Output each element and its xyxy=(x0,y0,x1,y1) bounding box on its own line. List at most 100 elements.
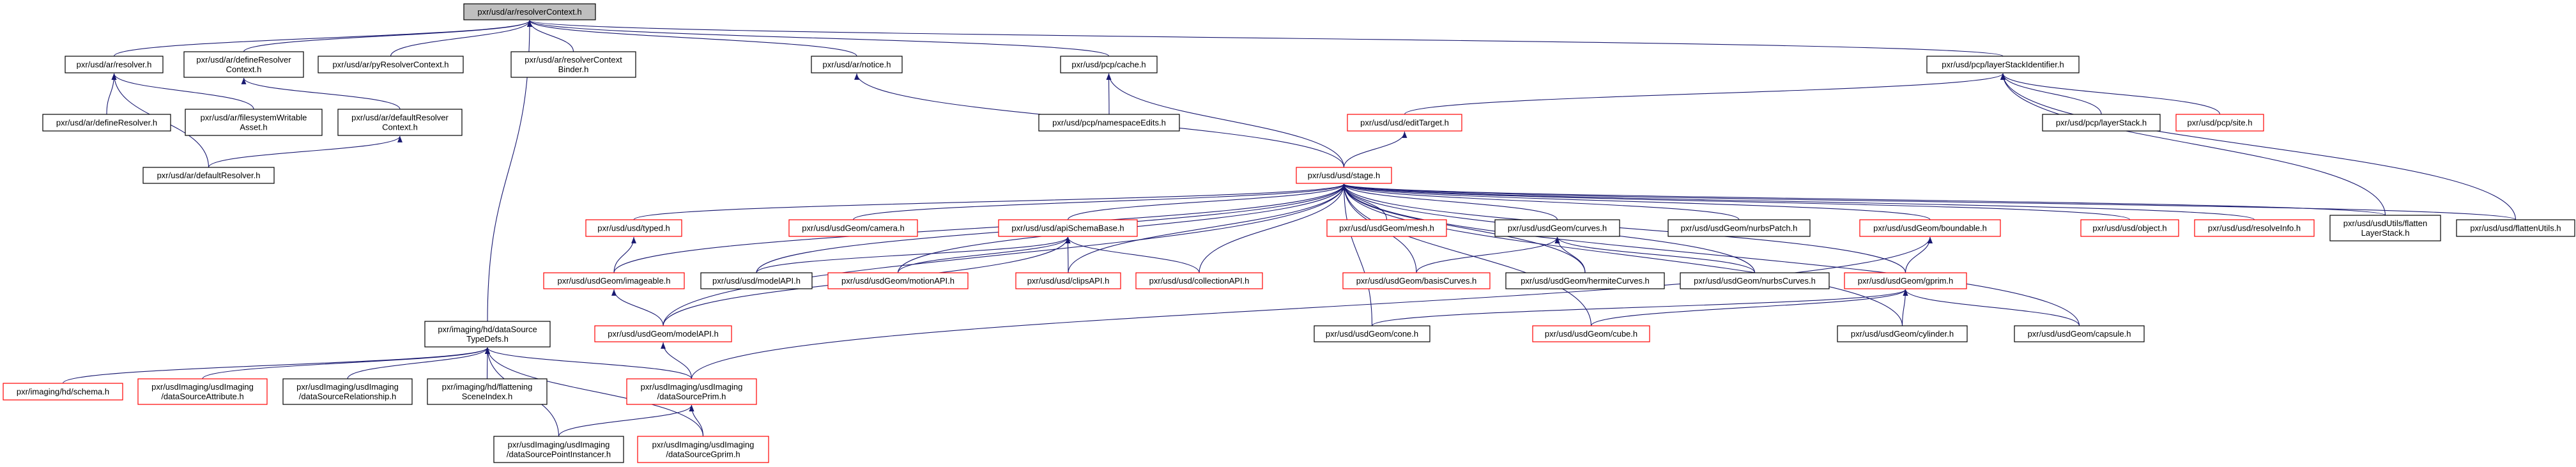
node-pyResolverContext[interactable]: pxr/usd/ar/pyResolverContext.h xyxy=(318,56,464,73)
node-box xyxy=(1494,219,1620,237)
node-boundable[interactable]: pxr/usd/usdGeom/boundable.h xyxy=(1859,219,2001,237)
node-dataSourceRelationship[interactable]: pxr/usdImaging/usdImaging/dataSourceRela… xyxy=(282,378,413,405)
node-dataSourceGprim[interactable]: pxr/usdImaging/usdImaging/dataSourceGpri… xyxy=(637,436,769,463)
node-capsule[interactable]: pxr/usd/usdGeom/capsule.h xyxy=(2014,325,2145,342)
node-resolver[interactable]: pxr/usd/ar/resolver.h xyxy=(65,56,164,73)
node-camera[interactable]: pxr/usd/usdGeom/camera.h xyxy=(788,219,918,237)
node-imageable[interactable]: pxr/usd/usdGeom/imageable.h xyxy=(543,272,685,289)
node-label: pxr/usd/ar/defineResolver xyxy=(196,55,291,65)
node-namespaceEdits[interactable]: pxr/usd/pcp/namespaceEdits.h xyxy=(1038,114,1180,132)
nodes: pxr/usd/ar/resolverContext.h pxr/usd/ar/r… xyxy=(3,3,2575,463)
node-label: /dataSourceGprim.h xyxy=(666,450,740,459)
node-label: pxr/usd/usdGeom/motionAPI.h xyxy=(841,276,954,286)
node-basisCurves[interactable]: pxr/usd/usdGeom/basisCurves.h xyxy=(1342,272,1491,289)
node-box xyxy=(1926,56,2080,73)
node-box xyxy=(183,51,304,78)
node-box xyxy=(788,219,918,237)
node-defineResolver[interactable]: pxr/usd/ar/defineResolver.h xyxy=(42,114,171,132)
node-label: pxr/usd/usdGeom/modelAPI.h xyxy=(608,329,718,339)
node-box xyxy=(827,272,969,289)
node-dataSourcePrim[interactable]: pxr/usdImaging/usdImaging/dataSourcePrim… xyxy=(626,378,757,405)
node-box xyxy=(2175,114,2264,132)
node-layerStackIdentifier[interactable]: pxr/usd/pcp/layerStackIdentifier.h xyxy=(1926,56,2080,73)
node-schema[interactable]: pxr/imaging/hd/schema.h xyxy=(3,383,123,401)
node-label: pxr/usd/usdGeom/imageable.h xyxy=(557,276,670,286)
node-box xyxy=(543,272,685,289)
node-collectionAPI[interactable]: pxr/usd/usd/collectionAPI.h xyxy=(1135,272,1263,289)
node-box xyxy=(282,378,413,405)
node-box xyxy=(594,325,732,342)
edge-defineResolverContext-to-resolverContext xyxy=(243,20,532,52)
node-label: pxr/usd/usd/resolveInfo.h xyxy=(2208,224,2301,233)
node-label: pxr/usd/usdGeom/curves.h xyxy=(1508,224,1607,233)
node-nurbsPatch[interactable]: pxr/usd/usdGeom/nurbsPatch.h xyxy=(1667,219,1811,237)
edge-flattenLayerStack-to-stage xyxy=(1342,183,2386,216)
node-label: pxr/usd/usd/clipsAPI.h xyxy=(1027,276,1110,286)
node-dataSourcePointInstancer[interactable]: pxr/usdImaging/usdImaging/dataSourcePoin… xyxy=(493,436,624,463)
node-box xyxy=(427,378,548,405)
node-stage[interactable]: pxr/usd/usd/stage.h xyxy=(1296,167,1392,184)
node-box xyxy=(1347,114,1462,132)
node-box xyxy=(137,378,268,405)
node-dataSourceAttribute[interactable]: pxr/usdImaging/usdImaging/dataSourceAttr… xyxy=(137,378,268,405)
edge-schema-to-dataSourceTypeDefs xyxy=(62,347,490,384)
edge-nurbsCurves-to-curves xyxy=(1554,236,1756,273)
node-label: /dataSourcePointInstancer.h xyxy=(507,450,611,459)
node-gprim[interactable]: pxr/usd/usdGeom/gprim.h xyxy=(1844,272,1967,289)
node-box xyxy=(1015,272,1121,289)
node-cache[interactable]: pxr/usd/pcp/cache.h xyxy=(1060,56,1158,73)
node-label: pxr/imaging/hd/dataSource xyxy=(438,325,537,334)
node-clipsAPI[interactable]: pxr/usd/usd/clipsAPI.h xyxy=(1015,272,1121,289)
node-editTarget[interactable]: pxr/usd/usd/editTarget.h xyxy=(1347,114,1462,132)
edge-capsule-to-gprim xyxy=(1903,289,2080,326)
node-resolverContext[interactable]: pxr/usd/ar/resolverContext.h xyxy=(463,3,596,20)
node-usdGeomModelAPI[interactable]: pxr/usd/usdGeom/modelAPI.h xyxy=(594,325,732,342)
edge-site-to-layerStackIdentifier xyxy=(2000,73,2221,115)
edge-dataSourceGprim-to-dataSourceTypeDefs xyxy=(485,347,704,437)
edge-apiSchemaBase-to-stage xyxy=(1067,183,1347,220)
node-defaultResolver[interactable]: pxr/usd/ar/defaultResolver.h xyxy=(142,167,275,184)
node-layerStack[interactable]: pxr/usd/pcp/layerStack.h xyxy=(2042,114,2161,132)
node-cube[interactable]: pxr/usd/usdGeom/cube.h xyxy=(1532,325,1650,342)
node-site[interactable]: pxr/usd/pcp/site.h xyxy=(2175,114,2264,132)
edge-resolveInfo-to-stage xyxy=(1342,183,2255,220)
node-apiSchemaBase[interactable]: pxr/usd/usd/apiSchemaBase.h xyxy=(998,219,1138,237)
edge-capsule-to-stage xyxy=(1341,183,2080,326)
node-notice[interactable]: pxr/usd/ar/notice.h xyxy=(811,56,903,73)
node-label: pxr/usd/ar/resolver.h xyxy=(77,60,152,70)
node-box xyxy=(2456,219,2575,237)
node-hermiteCurves[interactable]: pxr/usd/usdGeom/hermiteCurves.h xyxy=(1505,272,1665,289)
node-curves[interactable]: pxr/usd/usdGeom/curves.h xyxy=(1494,219,1620,237)
node-box xyxy=(463,3,596,20)
node-label: pxr/usd/ar/resolverContext xyxy=(525,55,622,65)
node-label: pxr/usd/pcp/layerStackIdentifier.h xyxy=(1942,60,2064,70)
node-nurbsCurves[interactable]: pxr/usd/usdGeom/nurbsCurves.h xyxy=(1680,272,1830,289)
node-label: pxr/usdImaging/usdImaging xyxy=(151,382,254,392)
node-motionAPI[interactable]: pxr/usd/usdGeom/motionAPI.h xyxy=(827,272,969,289)
node-cone[interactable]: pxr/usd/usdGeom/cone.h xyxy=(1314,325,1430,342)
node-modelAPI[interactable]: pxr/usd/usd/modelAPI.h xyxy=(700,272,813,289)
edge-cylinder-to-gprim xyxy=(1901,289,1908,326)
edge-notice-to-resolverContext xyxy=(527,20,857,57)
edge-camera-to-stage xyxy=(852,183,1347,220)
edge-imageable-to-typed xyxy=(613,236,636,273)
edge-dataSourceAttribute-to-dataSourceTypeDefs xyxy=(202,347,490,379)
node-resolveInfo[interactable]: pxr/usd/usd/resolveInfo.h xyxy=(2194,219,2315,237)
node-mesh[interactable]: pxr/usd/usdGeom/mesh.h xyxy=(1326,219,1447,237)
node-typed[interactable]: pxr/usd/usd/typed.h xyxy=(585,219,682,237)
node-object[interactable]: pxr/usd/usd/object.h xyxy=(2080,219,2179,237)
node-label: TypeDefs.h xyxy=(466,334,509,344)
node-label: pxr/usd/usdUtils/flatten xyxy=(2343,218,2428,228)
node-cylinder[interactable]: pxr/usd/usdGeom/cylinder.h xyxy=(1837,325,1968,342)
node-flattenUtils[interactable]: pxr/usd/usd/flattenUtils.h xyxy=(2456,219,2575,237)
node-label: pxr/usd/usd/flattenUtils.h xyxy=(2470,224,2561,233)
node-label: pxr/usd/usdGeom/capsule.h xyxy=(2028,329,2131,339)
node-box xyxy=(1680,272,1830,289)
